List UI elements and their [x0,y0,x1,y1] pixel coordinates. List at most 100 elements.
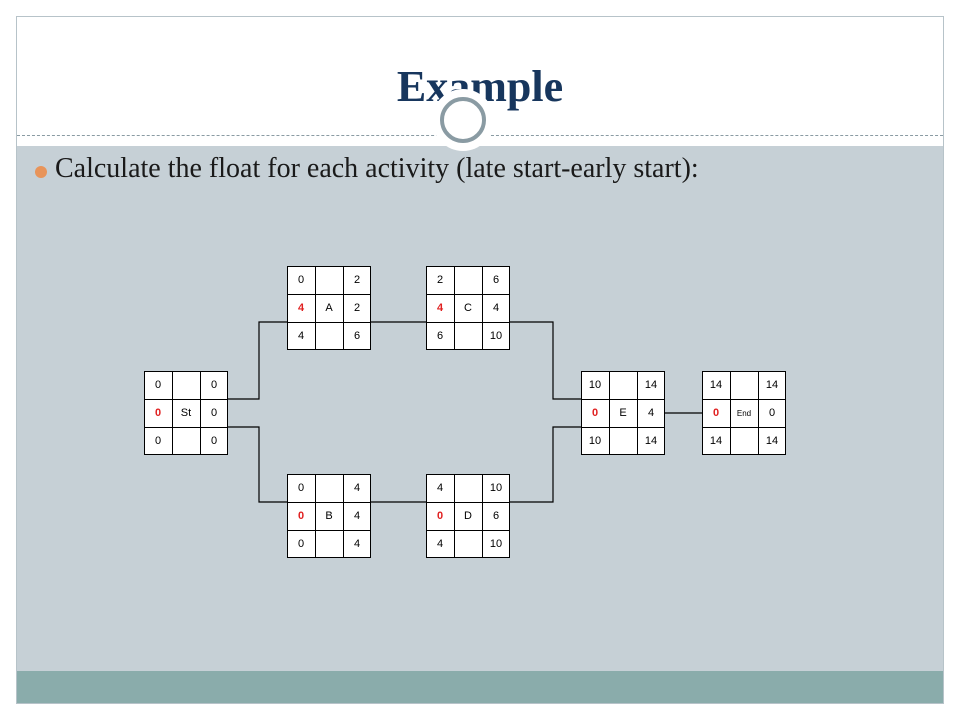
late-finish: 14 [765,435,779,447]
activity-node-e: 10 14 0 E 4 10 14 [581,371,665,455]
node-border [581,371,582,455]
float-value: 4 [436,302,444,314]
node-border [287,557,371,558]
node-grid-line [287,502,371,503]
node-grid-line [482,266,483,350]
late-finish: 4 [353,538,361,550]
early-start: 14 [709,379,723,391]
divider-circle-ring-icon [440,97,486,143]
node-grid-line [482,474,483,558]
edge-st-a [228,321,287,400]
node-grid-line [730,371,731,455]
late-start: 10 [588,435,602,447]
activity-name: End [736,408,752,418]
early-finish: 14 [644,379,658,391]
early-finish: 10 [489,482,503,494]
late-finish: 10 [489,538,503,550]
node-border [426,474,510,475]
duration: 0 [768,407,776,419]
activity-node-d: 4 10 0 D 6 4 10 [426,474,510,558]
node-grid-line [426,502,510,503]
activity-name: St [180,407,192,419]
node-grid-line [287,294,371,295]
duration: 2 [353,302,361,314]
late-start: 6 [436,330,444,342]
bullet-text: Calculate the float for each activity (l… [55,153,699,184]
node-border [426,266,427,350]
node-grid-line [581,399,665,400]
node-border [370,266,371,350]
node-grid-line [144,399,228,400]
node-border [287,474,371,475]
activity-name: C [464,302,472,314]
late-finish: 14 [644,435,658,447]
float-value: 0 [297,510,305,522]
node-border [287,266,288,350]
activity-node-a: 0 2 4 A 2 4 6 [287,266,371,350]
node-border [426,266,510,267]
node-grid-line [454,474,455,558]
node-grid-line [287,530,371,531]
node-grid-line [287,322,371,323]
node-grid-line [637,371,638,455]
duration: 4 [647,407,655,419]
early-finish: 0 [210,379,218,391]
node-border [426,557,510,558]
footer-band [17,671,943,703]
edge-d-e [510,426,581,503]
node-border [370,474,371,558]
edge-st-b [228,426,287,503]
node-border [144,371,228,372]
early-start: 0 [297,274,305,286]
node-border [287,266,371,267]
activity-node-end: 14 14 0 End 0 14 14 [702,371,786,455]
node-border [287,474,288,558]
node-grid-line [426,322,510,323]
activity-name: A [325,302,333,314]
activity-name: D [464,510,472,522]
node-grid-line [343,474,344,558]
late-start: 14 [709,435,723,447]
node-grid-line [172,371,173,455]
early-finish: 14 [765,379,779,391]
node-grid-line [426,294,510,295]
node-border [664,371,665,455]
late-finish: 6 [353,330,361,342]
early-start: 0 [297,482,305,494]
node-border [702,371,786,372]
activity-name: E [619,407,627,419]
early-start: 4 [436,482,444,494]
node-border [581,454,665,455]
late-start: 4 [297,330,305,342]
node-grid-line [758,371,759,455]
late-start: 0 [297,538,305,550]
node-grid-line [315,474,316,558]
node-border [509,266,510,350]
node-grid-line [702,427,786,428]
late-start: 4 [436,538,444,550]
node-border [581,371,665,372]
bullet-dot-icon [35,166,47,178]
node-border [227,371,228,455]
node-grid-line [702,399,786,400]
float-value: 0 [591,407,599,419]
node-border [144,454,228,455]
early-start: 10 [588,379,602,391]
node-border [426,474,427,558]
early-finish: 2 [353,274,361,286]
node-grid-line [315,266,316,350]
late-finish: 10 [489,330,503,342]
duration: 4 [353,510,361,522]
edge-c-e [510,321,581,400]
float-value: 0 [154,407,162,419]
activity-node-c: 2 6 4 C 4 6 10 [426,266,510,350]
node-border [702,454,786,455]
node-border [785,371,786,455]
duration: 6 [492,510,500,522]
activity-name: B [325,510,333,522]
early-start: 2 [436,274,444,286]
node-grid-line [454,266,455,350]
node-grid-line [144,427,228,428]
float-value: 0 [712,407,720,419]
node-border [509,474,510,558]
